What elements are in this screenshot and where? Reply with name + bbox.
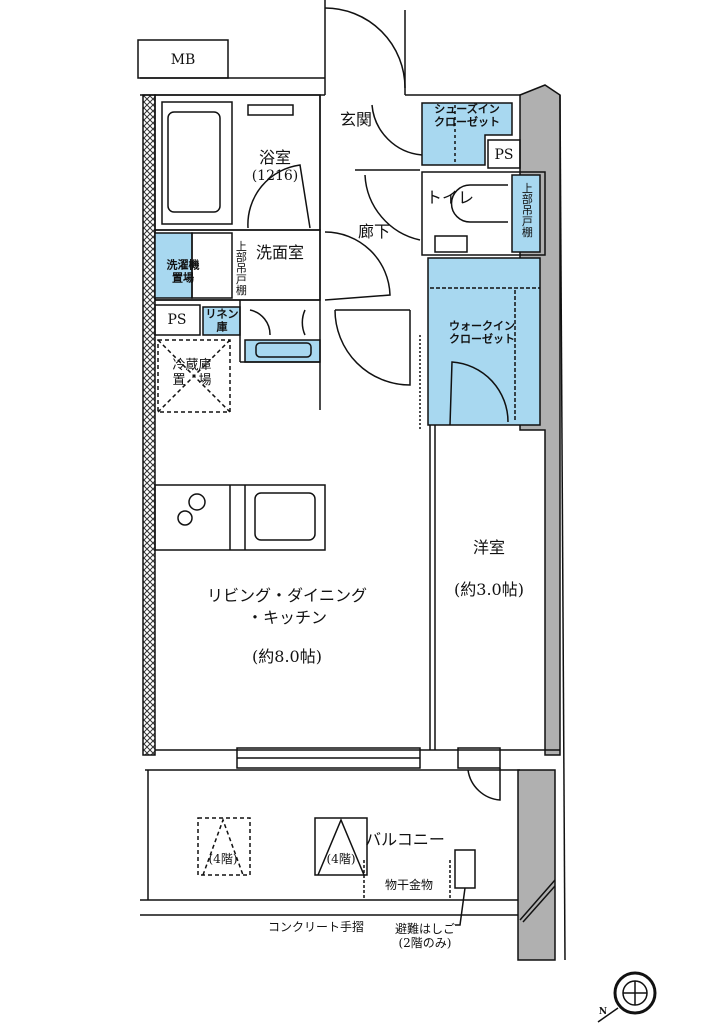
ps-left-label: PS xyxy=(167,311,187,328)
wic-label: ウォークインクローゼット xyxy=(449,319,515,345)
toilet-door[interactable] xyxy=(364,174,421,241)
kitchen-counter xyxy=(154,484,326,551)
mb-label: MB xyxy=(170,51,196,68)
compass-icon xyxy=(597,971,657,1023)
ac-unit-label: (4階) xyxy=(326,852,356,867)
entrance-label: 玄関 xyxy=(339,109,373,129)
toilet-shelf xyxy=(511,174,541,253)
ldk-size: (約8.0帖) xyxy=(252,646,322,666)
bathtub xyxy=(161,101,233,225)
washer-label: 洗濯機置場 xyxy=(166,258,200,284)
ac-unit xyxy=(314,817,368,876)
ldk-label-1: リビング・ダイニング xyxy=(206,585,368,605)
toilet xyxy=(450,184,508,223)
compass-north-label: N xyxy=(598,1006,608,1017)
drying-hardware-label: 物干金物 xyxy=(384,878,434,893)
shoe-closet xyxy=(421,102,513,166)
western-room-size: (約3.0帖) xyxy=(454,579,524,599)
kitchen-sink xyxy=(254,492,316,541)
bathroom-size: (1216) xyxy=(251,167,299,184)
washroom-label: 洗面室 xyxy=(255,242,305,262)
bathroom-door[interactable] xyxy=(247,164,311,229)
fridge-label: 冷蔵庫置 場 xyxy=(172,358,212,388)
western-room-label: 洋室 xyxy=(472,537,506,557)
balcony-label: バルコニー xyxy=(365,829,445,849)
hallway-door[interactable] xyxy=(334,309,411,386)
bathroom-label: 浴室 xyxy=(258,147,292,167)
stove-burner xyxy=(188,493,206,511)
walk-in-closet xyxy=(427,257,541,426)
ps-top xyxy=(487,139,521,169)
fridge-space xyxy=(157,339,231,413)
escape-ladder-label: 避難はしご(2階のみ) xyxy=(394,922,456,950)
toilet-label: トイレ xyxy=(425,187,475,207)
exterior-wall-left xyxy=(142,94,156,756)
ps-top-label: PS xyxy=(494,146,514,163)
washroom-shelf-label: 上部吊戸棚 xyxy=(234,240,248,296)
entrance-door[interactable] xyxy=(324,7,406,89)
handrail-label: コンクリート手摺 xyxy=(267,920,365,935)
hallway-label: 廊下 xyxy=(357,221,391,241)
linen-label: リネン庫 xyxy=(205,307,239,333)
ac-unit-label: (4階) xyxy=(208,852,238,867)
ac-unit xyxy=(197,817,251,876)
stove-burner xyxy=(177,510,193,526)
shoe-closet-label: シューズインクローゼット xyxy=(434,102,500,128)
ldk-label-2: ・キッチン xyxy=(246,607,328,627)
closet-door[interactable] xyxy=(449,361,509,426)
toilet-shelf-label: 上部吊戸棚 xyxy=(520,182,534,238)
ps-left xyxy=(154,304,201,336)
washroom-door[interactable] xyxy=(324,231,391,301)
balcony-door[interactable] xyxy=(467,768,501,801)
escape-ladder xyxy=(454,849,476,889)
western-room-window[interactable] xyxy=(457,747,501,769)
